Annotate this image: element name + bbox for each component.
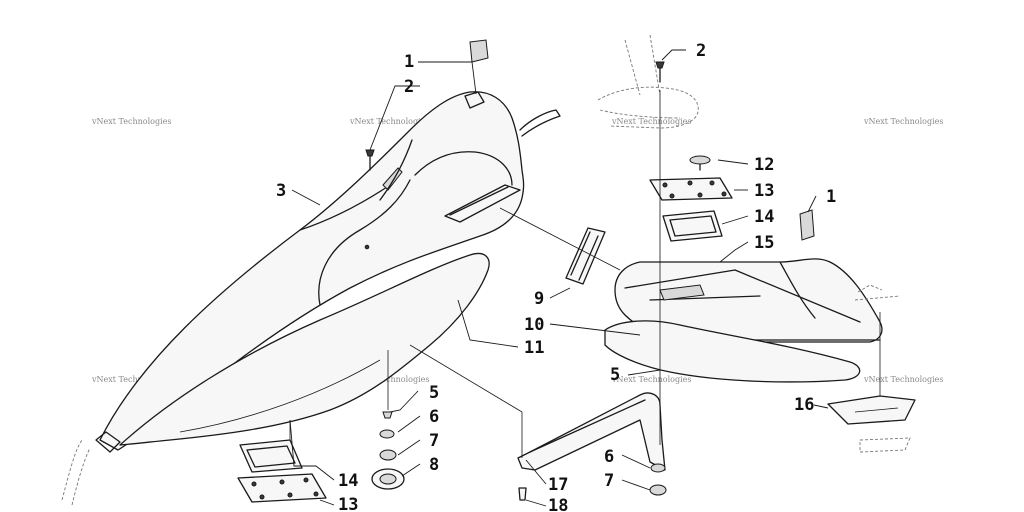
screw-part-2-left <box>365 149 375 171</box>
callout-12: 12 <box>754 155 774 175</box>
callout-9: 9 <box>534 289 544 309</box>
callout-1-right: 1 <box>826 187 836 207</box>
callout-15: 15 <box>754 233 774 253</box>
bracket-part-17 <box>517 392 666 471</box>
plate-part-13-left <box>237 473 327 503</box>
callout-14-left: 14 <box>338 471 358 491</box>
belly-pan-part-11 <box>119 252 490 446</box>
plate-part-13-right <box>649 177 733 201</box>
watermark-4: vNext Technologies <box>863 117 943 126</box>
callout-3: 3 <box>276 181 286 201</box>
callout-2-right: 2 <box>696 41 706 61</box>
leader-lines <box>289 49 881 507</box>
callout-6-left: 6 <box>429 407 439 427</box>
pad-part-16 <box>827 284 916 453</box>
gasket-part-14-right <box>662 210 723 242</box>
fasteners-right <box>649 463 667 496</box>
badge-part-1-right <box>799 209 815 241</box>
watermark-5: vNext Technologies <box>91 375 171 384</box>
callout-6-right: 6 <box>604 447 614 467</box>
callout-10: 10 <box>524 315 544 335</box>
callout-2-left: 2 <box>404 77 414 97</box>
hood-body-part-3 <box>95 91 561 453</box>
frame-ghost <box>597 34 699 129</box>
callout-16: 16 <box>794 395 814 415</box>
callout-7-right: 7 <box>604 471 614 491</box>
callout-17: 17 <box>548 475 568 495</box>
callout-7-left: 7 <box>429 431 439 451</box>
callout-13-right: 13 <box>754 181 774 201</box>
console-part-15 <box>614 258 883 343</box>
callout-labels: 1 2 3 5 6 7 8 14 13 11 9 10 2 12 13 14 1… <box>276 41 836 512</box>
watermarks: vNext Technologies vNext Technologies vN… <box>91 117 943 384</box>
callout-14-right: 14 <box>754 207 774 227</box>
callout-18: 18 <box>548 496 568 512</box>
screw-part-2-right <box>655 61 665 83</box>
gasket-part-14-left <box>239 439 303 473</box>
watermark-6: vNext Technologies <box>349 375 429 384</box>
callout-5-left: 5 <box>429 383 439 403</box>
badge-part-1-left <box>469 39 489 63</box>
callout-11: 11 <box>524 338 544 358</box>
floor-pan-part-10 <box>604 320 861 383</box>
callout-5-right: 5 <box>610 365 620 385</box>
fastener-part-18 <box>518 487 527 501</box>
callout-1-left: 1 <box>404 52 414 72</box>
watermark-7: vNext Technologies <box>611 375 691 384</box>
left-edge-ghost <box>61 439 91 506</box>
watermark-3: vNext Technologies <box>611 117 691 126</box>
fasteners-left <box>371 411 405 490</box>
watermark-2: vNext Technologies <box>349 117 429 126</box>
callout-13-left: 13 <box>338 495 358 512</box>
watermark-8: vNext Technologies <box>863 375 943 384</box>
watermark-1: vNext Technologies <box>91 117 171 126</box>
knob-part-12 <box>689 155 711 171</box>
vent-gasket-part-9 <box>565 227 606 285</box>
callout-8: 8 <box>429 455 439 475</box>
